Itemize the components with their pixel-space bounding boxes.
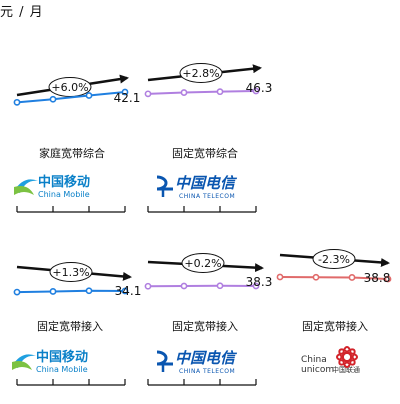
china-mobile-leaf-icon <box>14 186 34 195</box>
data-point <box>14 100 19 105</box>
x-axis <box>17 206 125 212</box>
category-label: 家庭宽带综合 <box>39 146 105 160</box>
series-line <box>17 291 125 292</box>
data-point <box>181 90 186 95</box>
end-value-label: 34.1 <box>115 284 142 298</box>
growth-label: -2.3% <box>318 253 350 266</box>
data-point <box>145 91 150 96</box>
data-point <box>145 284 150 289</box>
data-point <box>217 89 222 94</box>
x-axis <box>17 379 125 385</box>
data-point <box>277 274 282 279</box>
category-label: 固定宽带接入 <box>302 319 368 333</box>
logo-en-text: China Mobile <box>36 365 88 374</box>
category-label: 固定宽带接入 <box>37 319 103 333</box>
data-point <box>86 93 91 98</box>
logo-en-text: CHINA TELECOM <box>179 193 235 200</box>
growth-label: +0.2% <box>184 257 221 270</box>
x-axis <box>148 379 256 385</box>
logo-cn-text: 中国移动 <box>38 174 90 190</box>
china-mobile-leaf-icon <box>12 361 32 370</box>
data-point <box>181 283 186 288</box>
logo-cn-text: 中国移动 <box>36 349 88 365</box>
china-telecom-mark-icon <box>157 352 173 364</box>
end-value-label: 38.8 <box>364 271 391 285</box>
category-label: 固定宽带综合 <box>172 146 238 160</box>
series-line <box>148 91 256 94</box>
category-label: 固定宽带接入 <box>172 319 238 333</box>
growth-label: +2.8% <box>182 67 219 80</box>
logo-en-text: China Mobile <box>38 190 90 199</box>
growth-label: +6.0% <box>51 81 88 94</box>
data-point <box>313 275 318 280</box>
china-unicom-knot-icon <box>337 347 357 367</box>
data-point <box>14 290 19 295</box>
x-axis <box>148 206 256 212</box>
data-point <box>217 283 222 288</box>
unit-label: 元 / 月 <box>0 1 44 20</box>
data-point <box>349 275 354 280</box>
growth-label: +1.3% <box>52 266 89 279</box>
logo-cn-text: 中国电信 <box>175 174 238 192</box>
data-point <box>86 288 91 293</box>
data-point <box>50 97 55 102</box>
end-value-label: 38.3 <box>246 275 273 289</box>
china-telecom-mark-icon <box>157 177 173 189</box>
logo-en-top-text: China <box>301 355 327 365</box>
end-value-label: 42.1 <box>114 91 141 105</box>
logo-cn-text: 中国电信 <box>175 349 238 367</box>
end-value-label: 46.3 <box>246 81 273 95</box>
logo-en-text: CHINA TELECOM <box>179 368 235 375</box>
logo-en-bottom-text: unicom <box>301 365 334 375</box>
data-point <box>50 289 55 294</box>
